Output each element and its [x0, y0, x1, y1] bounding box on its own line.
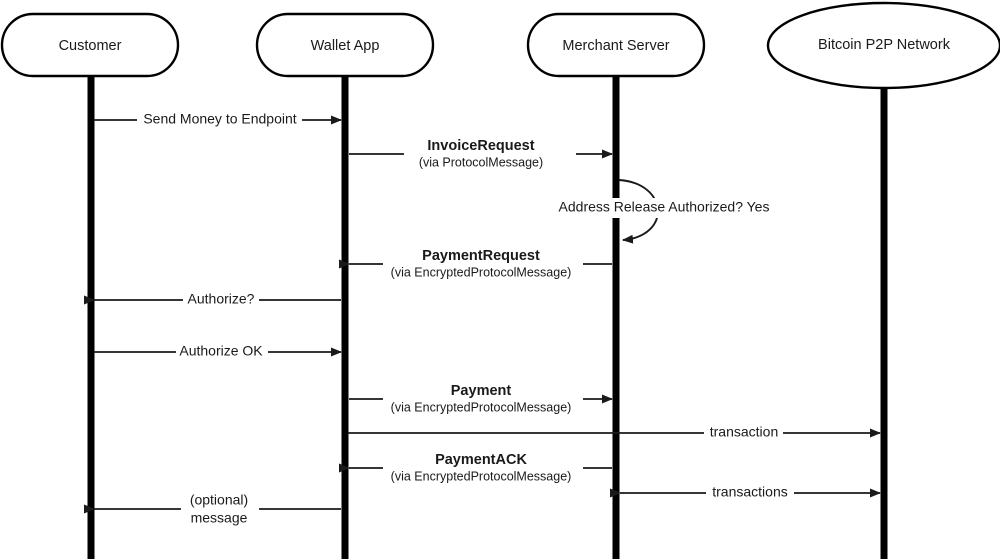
message-authorize-ok-label-bg	[176, 342, 268, 362]
participant-wallet-shape	[255, 12, 435, 78]
participant-customer-shape	[0, 12, 180, 78]
message-payment-ack-label: PaymentACK	[435, 452, 527, 468]
message-authorize-query-label-bg	[183, 290, 259, 310]
message-optional-sublabel: message	[191, 510, 248, 526]
participant-merchant[interactable]: Merchant Server	[526, 12, 706, 78]
participant-merchant-shape	[526, 12, 706, 78]
message-optional-label-bg	[181, 491, 259, 509]
message-transactions-label: transactions	[712, 484, 787, 500]
message-invoice-request-label: InvoiceRequest	[427, 138, 534, 154]
message-invoice-request-label-bg	[404, 136, 576, 172]
lifelines-group	[87, 76, 888, 559]
message-payment-label: Payment	[451, 383, 512, 399]
message-invoice-request[interactable]: InvoiceRequest (via ProtocolMessage)	[349, 136, 613, 172]
message-payment-request-label-bg	[383, 246, 583, 282]
participant-merchant-label: Merchant Server	[562, 38, 669, 54]
participant-bitcoin-shape	[766, 1, 1000, 90]
message-authorize-ok[interactable]: Authorize OK	[94, 342, 342, 362]
message-transaction-label-bg	[704, 423, 783, 443]
participant-customer-label: Customer	[59, 38, 122, 54]
message-send-money[interactable]: Send Money to Endpoint	[94, 110, 342, 130]
message-optional-sublabel-bg	[181, 509, 259, 528]
message-invoice-request-sublabel: (via ProtocolMessage)	[419, 155, 543, 169]
message-payment-sublabel: (via EncryptedProtocolMessage)	[391, 400, 572, 414]
message-address-release-label-bg	[550, 198, 778, 218]
message-payment-ack[interactable]: PaymentACK (via EncryptedProtocolMessage…	[339, 450, 612, 486]
participant-wallet-label: Wallet App	[311, 38, 380, 54]
message-payment-ack-label-bg	[383, 450, 583, 486]
message-payment[interactable]: Payment (via EncryptedProtocolMessage)	[349, 381, 613, 417]
message-payment-label-bg	[383, 381, 583, 417]
message-send-money-label-bg	[137, 110, 302, 130]
message-optional[interactable]: (optional) message	[84, 491, 341, 528]
message-transaction[interactable]: transaction	[348, 423, 881, 443]
participant-wallet[interactable]: Wallet App	[255, 12, 435, 78]
message-transaction-label: transaction	[710, 424, 778, 440]
message-payment-request-sublabel: (via EncryptedProtocolMessage)	[391, 265, 572, 279]
participant-customer[interactable]: Customer	[0, 12, 180, 78]
message-address-release-label: Address Release Authorized? Yes	[559, 199, 770, 215]
message-payment-ack-sublabel: (via EncryptedProtocolMessage)	[391, 469, 572, 483]
message-payment-request[interactable]: PaymentRequest (via EncryptedProtocolMes…	[339, 246, 612, 282]
message-send-money-label: Send Money to Endpoint	[143, 111, 296, 127]
message-optional-label: (optional)	[190, 492, 248, 508]
participant-bitcoin[interactable]: Bitcoin P2P Network	[766, 1, 1000, 90]
message-authorize-query-label: Authorize?	[188, 291, 255, 307]
participant-bitcoin-label: Bitcoin P2P Network	[818, 37, 951, 53]
message-address-release[interactable]: Address Release Authorized? Yes	[550, 179, 778, 244]
message-authorize-query[interactable]: Authorize?	[84, 290, 341, 310]
message-payment-request-label: PaymentRequest	[422, 248, 540, 264]
message-transactions-label-bg	[706, 483, 794, 503]
message-authorize-ok-label: Authorize OK	[179, 343, 263, 359]
message-transactions[interactable]: transactions	[610, 483, 881, 503]
